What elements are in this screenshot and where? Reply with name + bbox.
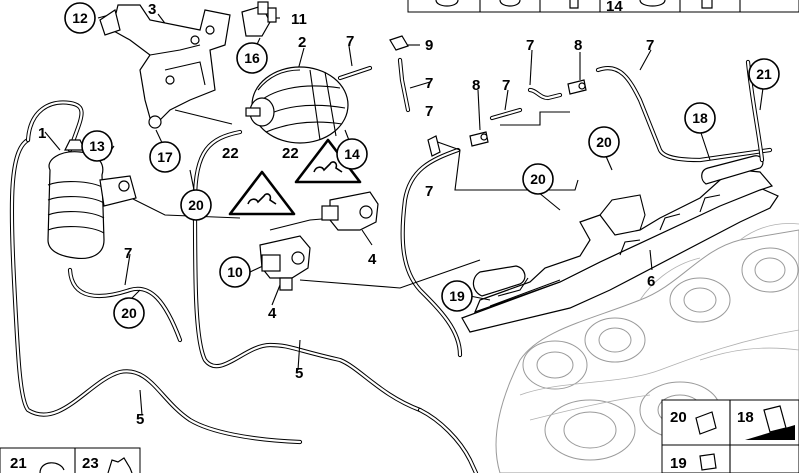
legend-21: 21 <box>10 455 27 472</box>
svg-text:10: 10 <box>227 264 243 280</box>
label-4-a: 4 <box>368 251 377 268</box>
svg-text:18: 18 <box>692 110 708 126</box>
vacuum-reservoir <box>245 66 349 144</box>
callout-20-center: 20 <box>588 126 620 158</box>
svg-text:13: 13 <box>89 138 105 154</box>
label-3: 3 <box>148 1 156 18</box>
label-7-g: 7 <box>425 183 433 200</box>
callout-19: 19 <box>441 280 473 312</box>
svg-text:20: 20 <box>188 197 204 213</box>
svg-text:12: 12 <box>72 10 88 26</box>
connector-part <box>241 1 277 37</box>
label-7-e: 7 <box>646 37 654 54</box>
callouts: 12 16 17 13 20 20 14 10 <box>64 2 780 329</box>
legend-20: 20 <box>670 409 687 426</box>
canister-part <box>47 139 137 260</box>
svg-text:21: 21 <box>756 66 772 82</box>
svg-text:20: 20 <box>596 134 612 150</box>
label-8-b: 8 <box>574 37 582 54</box>
svg-text:20: 20 <box>121 305 137 321</box>
label-7-a: 7 <box>346 33 354 50</box>
callout-20-left: 20 <box>180 189 212 221</box>
label-5-b: 5 <box>136 411 144 428</box>
svg-text:17: 17 <box>157 149 173 165</box>
label-5-a: 5 <box>295 365 303 382</box>
label-7-c: 7 <box>526 37 534 54</box>
svg-text:14: 14 <box>344 146 360 162</box>
warning-triangle-left <box>228 170 296 216</box>
callout-20-rail: 20 <box>522 163 554 195</box>
callout-13: 13 <box>81 130 113 162</box>
svg-text:16: 16 <box>244 50 260 66</box>
manifold-rail <box>461 155 779 333</box>
label-8-a: 8 <box>472 77 480 94</box>
label-9: 9 <box>425 37 433 54</box>
callout-10: 10 <box>219 256 251 288</box>
clip-19-icon <box>699 453 717 471</box>
callout-18: 18 <box>684 102 716 134</box>
callout-14: 14 <box>336 138 368 170</box>
label-7-d: 7 <box>502 77 510 94</box>
legend-bottom-left: 21 23 <box>0 447 141 473</box>
label-22-b: 22 <box>282 145 299 162</box>
clip-23-icon <box>107 457 133 473</box>
callout-16: 16 <box>236 42 268 74</box>
callout-20-bottom-left: 20 <box>113 297 145 329</box>
valve-lower <box>259 235 311 291</box>
label-7-h: 7 <box>124 245 132 262</box>
label-6: 6 <box>647 273 655 290</box>
plain-labels: 3 11 2 7 9 7 7 8 7 8 7 7 7 7 1 22 22 4 4… <box>38 1 655 428</box>
wedge-icon <box>745 425 795 440</box>
valve-upper <box>321 191 379 231</box>
small-clips <box>389 35 587 157</box>
svg-text:20: 20 <box>530 171 546 187</box>
clip-20-icon <box>695 411 717 435</box>
bracket-part <box>99 4 231 129</box>
label-2: 2 <box>298 34 306 51</box>
label-4-b: 4 <box>268 305 277 322</box>
callout-17: 17 <box>149 141 181 173</box>
clip-21-icon <box>39 462 65 473</box>
label-1: 1 <box>38 125 46 142</box>
label-22-a: 22 <box>222 145 239 162</box>
callout-12: 12 <box>64 2 96 34</box>
callout-21: 21 <box>748 58 780 90</box>
legend-23: 23 <box>82 455 99 472</box>
legend-19: 19 <box>670 455 687 472</box>
label-7-f: 7 <box>425 103 433 120</box>
top-legend-strip: 14 <box>407 0 799 15</box>
svg-text:19: 19 <box>449 288 465 304</box>
label-14-top: 14 <box>606 0 623 15</box>
legend-bottom-right: 20 18 19 <box>661 399 799 473</box>
label-7-b: 7 <box>425 75 433 92</box>
legend-18: 18 <box>737 409 754 426</box>
label-11: 11 <box>291 11 307 28</box>
